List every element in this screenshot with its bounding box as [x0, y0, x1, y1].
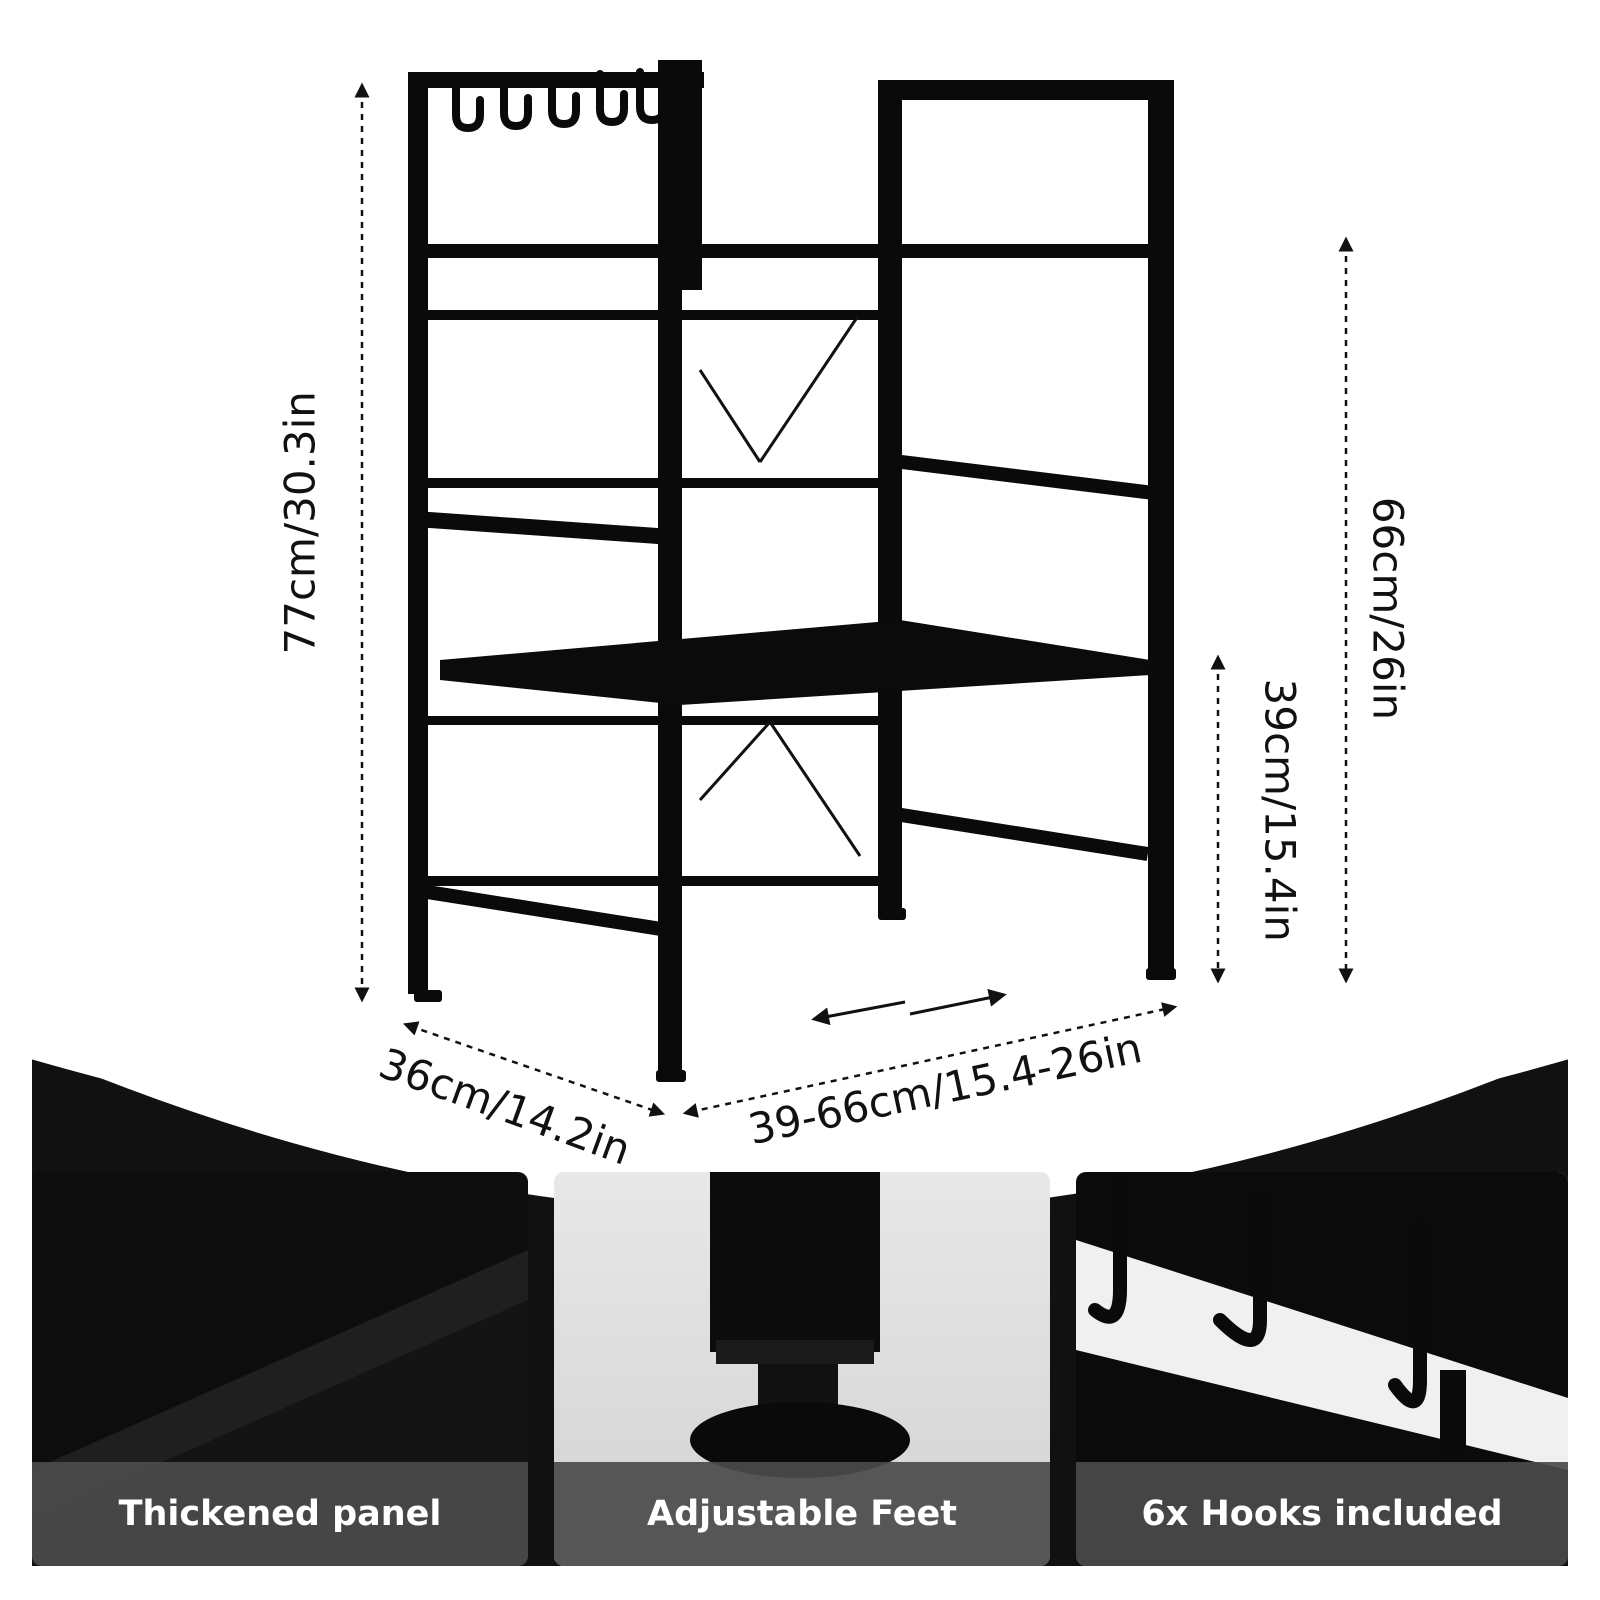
- feature-panel-hooks: 6x Hooks included: [1076, 1172, 1568, 1566]
- hook-row: [452, 68, 668, 133]
- x-braces: [698, 315, 862, 857]
- feature-caption-hooks: 6x Hooks included: [1076, 1462, 1568, 1566]
- feature-panel-feet: Adjustable Feet: [554, 1172, 1050, 1566]
- total-height-label: 77cm/30.3in: [275, 391, 325, 655]
- rack-frame: [408, 60, 1176, 1082]
- side-height-label: 66cm/26in: [1363, 496, 1413, 721]
- extension-arrows: [811, 988, 1007, 1026]
- feature-panel-thickened: Thickened panel: [32, 1172, 528, 1566]
- feature-caption-thickened: Thickened panel: [32, 1462, 528, 1566]
- feature-caption-feet: Adjustable Feet: [554, 1462, 1050, 1566]
- dimension-lines: [354, 82, 1354, 1118]
- depth-line: [402, 1021, 666, 1117]
- shelf-clearance-label: 39cm/15.4in: [1255, 678, 1305, 942]
- width-line: [682, 1002, 1178, 1118]
